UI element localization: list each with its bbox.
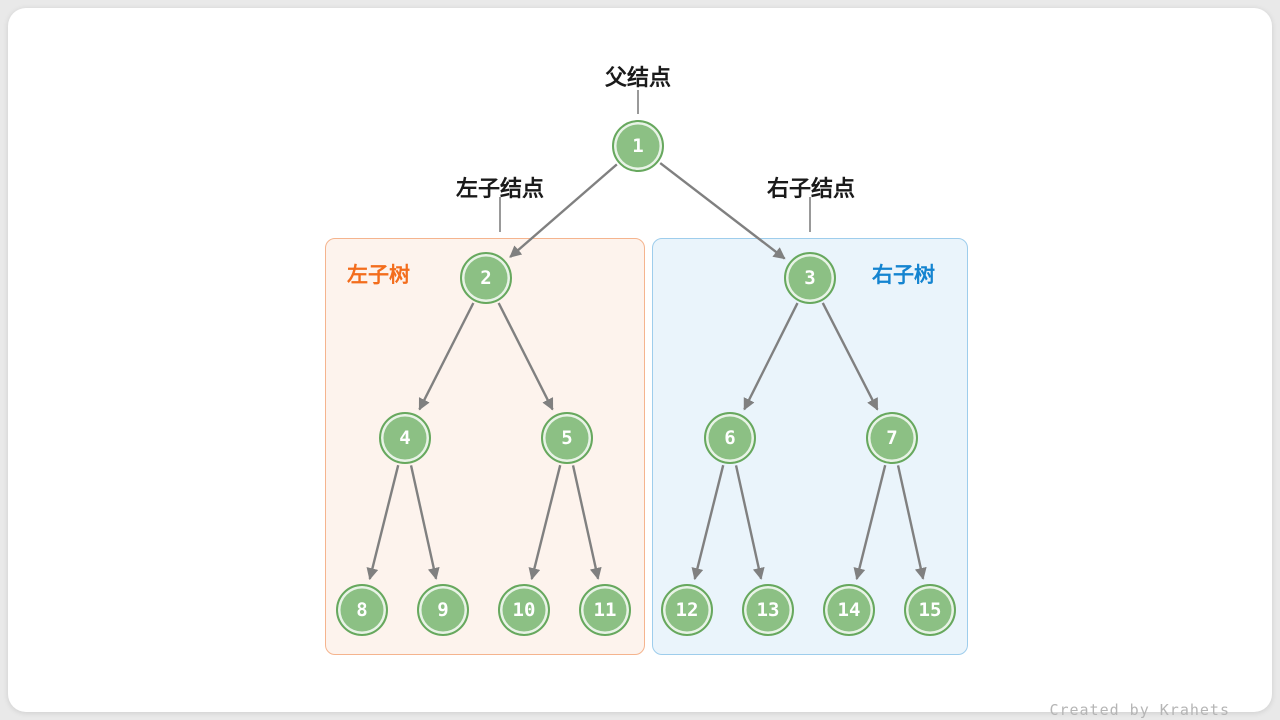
tree-node-2: 2: [460, 252, 512, 304]
tree-node-8: 8: [336, 584, 388, 636]
parent-node-label: 父结点: [604, 65, 672, 90]
left-subtree-label: 左子树: [347, 264, 410, 287]
right-subtree-label: 右子树: [872, 264, 935, 287]
right-child-label: 右子结点: [766, 176, 856, 201]
tree-node-5: 5: [541, 412, 593, 464]
left-child-label: 左子结点: [455, 176, 545, 201]
tree-node-6: 6: [704, 412, 756, 464]
tree-node-3: 3: [784, 252, 836, 304]
tree-node-15: 15: [904, 584, 956, 636]
watermark-text: Created by Krahets: [1049, 701, 1230, 719]
tree-node-13: 13: [742, 584, 794, 636]
tree-node-1: 1: [612, 120, 664, 172]
tree-node-7: 7: [866, 412, 918, 464]
tree-node-9: 9: [417, 584, 469, 636]
tree-node-11: 11: [579, 584, 631, 636]
tree-node-14: 14: [823, 584, 875, 636]
tree-node-4: 4: [379, 412, 431, 464]
tree-node-12: 12: [661, 584, 713, 636]
tree-node-10: 10: [498, 584, 550, 636]
left-subtree-box: [325, 238, 645, 655]
